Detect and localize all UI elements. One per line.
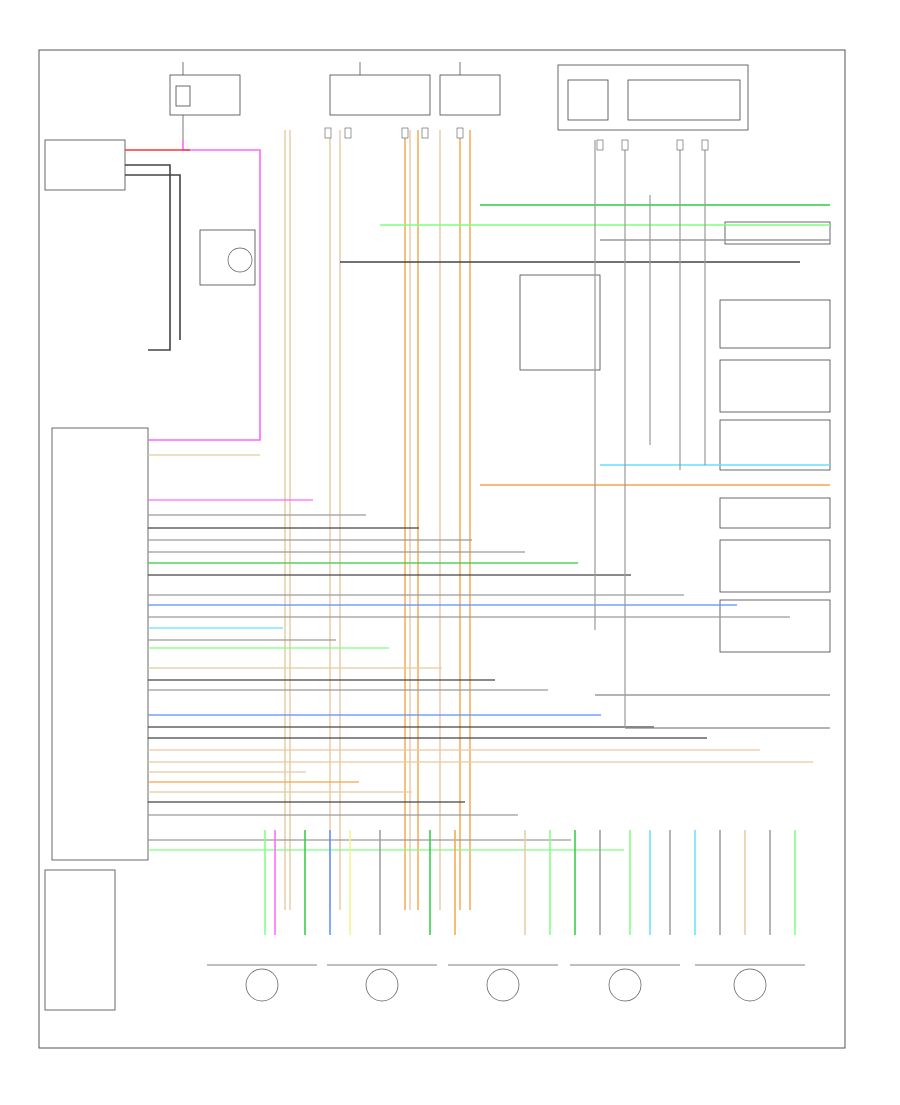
blower-motor-box [199,229,256,286]
fuse-box-center-right [439,74,501,116]
right-box-4 [719,419,831,471]
connector-5 [596,139,604,151]
connector-2 [401,127,409,139]
relay-right [627,79,741,121]
lower-left-box [44,869,116,1011]
fuse-block-left [169,62,241,140]
blower-control-box [44,139,126,191]
connector-0 [324,127,332,139]
right-box-5 [719,497,831,529]
fuse-left [175,85,191,107]
control-module [51,427,149,861]
wire-layer [125,127,830,935]
sensor-3 [448,964,558,1002]
connector-7 [676,139,684,151]
right-box-2 [719,299,831,349]
sensor-symbol-1 [245,968,279,1002]
diagram-frame [38,49,846,1049]
wire-black-blower-ground [125,164,171,351]
connector-8 [701,139,709,151]
relay-block-right [557,64,749,131]
mid-box-1 [519,274,601,371]
fuse-block-center [329,62,501,116]
sensor-symbol-4 [608,968,642,1002]
sensor-5 [695,964,805,1002]
connector-4 [456,127,464,139]
sensor-1 [207,964,317,1002]
right-box-6 [719,539,831,593]
sensor-4 [570,964,680,1002]
wire-pink-blower [148,140,261,441]
relay-box [557,64,749,131]
sensor-symbol-5 [733,968,767,1002]
right-box-7 [719,599,831,653]
fuse-box-center-left [329,74,431,116]
sensor-symbol-2 [365,968,399,1002]
sensor-symbol-3 [486,968,520,1002]
fuse-box-left [169,74,241,116]
sensor-layer [207,964,805,1002]
connector-1 [344,127,352,139]
relay-left [567,79,609,121]
right-box-1 [724,221,831,245]
blower-motor-symbol [227,247,253,273]
wire-black-blower-2 [125,174,181,340]
right-box-3 [719,359,831,413]
connector-3 [421,127,429,139]
sensor-2 [327,964,437,1002]
connector-6 [621,139,629,151]
